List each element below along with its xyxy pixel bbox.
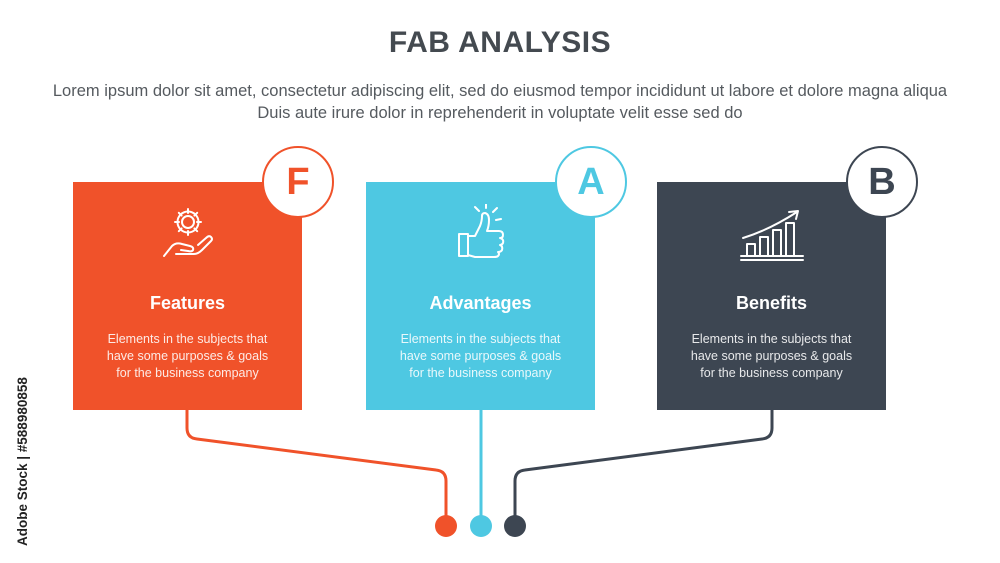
card-benefits-title: Benefits [735, 293, 807, 313]
badge-a: A [555, 146, 627, 218]
growth-chart-icon [657, 204, 886, 264]
gear-hand-icon [73, 204, 302, 264]
connector-dot-advantages [470, 515, 492, 537]
card-features: Features Elements in the subjects that h… [73, 182, 302, 410]
watermark-text: Adobe Stock | #588980858 [15, 377, 30, 546]
card-features-description: Elements in the subjects that have some … [106, 332, 269, 380]
card-advantages-title: Advantages [429, 293, 532, 313]
badge-b: B [846, 146, 918, 218]
card-benefits: Benefits Elements in the subjects that h… [657, 182, 886, 410]
card-advantages: Advantages Elements in the subjects that… [366, 182, 595, 410]
page-title: FAB ANALYSIS [388, 26, 612, 59]
connector-line-features [185, 408, 448, 519]
card-benefits-description: Elements in the subjects that have some … [690, 332, 853, 380]
connector-dot-benefits [504, 515, 526, 537]
badge-f: F [262, 146, 334, 218]
connector-line-benefits [513, 408, 774, 519]
card-advantages-description: Elements in the subjects that have some … [399, 332, 562, 380]
watermark: Adobe Stock | #588980858 [15, 377, 30, 546]
page-subtitle: Lorem ipsum dolor sit amet, consectetur … [52, 82, 948, 122]
connector-dot-features [435, 515, 457, 537]
thumbs-up-icon [366, 204, 595, 264]
card-features-title: Features [149, 293, 226, 313]
